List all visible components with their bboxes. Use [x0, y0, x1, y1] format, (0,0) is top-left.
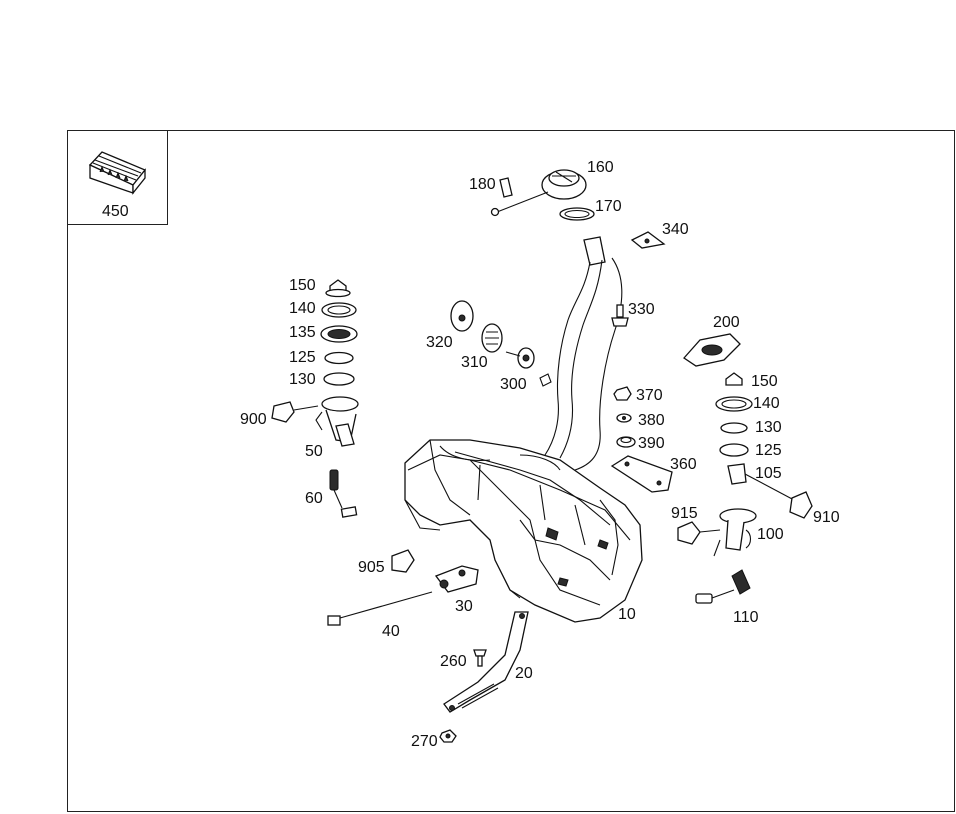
callout-50: 50	[305, 443, 323, 460]
callout-40: 40	[382, 623, 400, 640]
part-150-lock-nut-left	[325, 279, 351, 298]
callout-150: 150	[289, 277, 316, 294]
part-300-valve	[505, 347, 535, 369]
callout-125: 125	[289, 349, 316, 366]
part-360-cover-plate	[610, 455, 673, 493]
part-150-lock-nut-right	[725, 372, 743, 386]
part-20-tank-strap	[443, 611, 529, 713]
callout-60: 60	[305, 490, 323, 507]
inset-label-450: 450	[102, 203, 129, 220]
part-135-retaining-ring	[320, 325, 358, 343]
part-330-bolt	[611, 304, 629, 327]
callout-370: 370	[636, 387, 663, 404]
part-170-seal-ring	[559, 207, 595, 221]
callout-20: 20	[515, 665, 533, 682]
callout-390: 390	[638, 435, 665, 452]
callout-150: 150	[751, 373, 778, 390]
part-910-connector	[789, 491, 813, 519]
part-125-seal-right	[719, 443, 749, 457]
callout-10: 10	[618, 606, 636, 623]
callout-330: 330	[628, 301, 655, 318]
callout-100: 100	[757, 526, 784, 543]
part-905-connector	[391, 549, 415, 573]
part-160-fuel-cap	[541, 169, 587, 200]
part-130-seal-left	[324, 351, 354, 365]
part-270-nut	[439, 729, 457, 743]
part-105-valve	[727, 463, 795, 501]
part-110-level-sensor	[695, 569, 751, 604]
part-140-lock-ring-right	[715, 396, 753, 412]
callout-320: 320	[426, 334, 453, 351]
part-140-lock-ring-left	[321, 302, 357, 318]
callout-170: 170	[595, 198, 622, 215]
part-390-spacer	[616, 436, 636, 448]
callout-130: 130	[289, 371, 316, 388]
part-340-flap	[630, 231, 666, 249]
callout-30: 30	[455, 598, 473, 615]
part-450-filter-pad	[88, 151, 147, 195]
part-10-fuel-tank	[404, 439, 643, 623]
callout-labels: 10 20 30 40 50 60 100 105 110 125 130 135 140 150 160 1…	[102, 159, 840, 750]
callout-380: 380	[638, 412, 665, 429]
callout-310: 310	[461, 354, 488, 371]
callout-140: 140	[289, 300, 316, 317]
part-60-level-sensor	[329, 469, 358, 518]
callout-125: 125	[755, 442, 782, 459]
callout-200: 200	[713, 314, 740, 331]
callout-910: 910	[813, 509, 840, 526]
callout-340: 340	[662, 221, 689, 238]
callout-900: 900	[240, 411, 267, 428]
part-125-seal-left	[323, 372, 355, 386]
part-50-fuel-sender	[315, 396, 359, 447]
callout-105: 105	[755, 465, 782, 482]
part-320-rubber-mount	[450, 300, 474, 332]
callout-135: 135	[289, 324, 316, 341]
part-200-service-cover	[683, 333, 741, 367]
inset-box-450	[67, 130, 168, 225]
callout-110: 110	[733, 609, 759, 626]
part-180-cap-tether	[490, 177, 549, 217]
part-filler-neck	[539, 236, 623, 471]
callout-905: 905	[358, 559, 385, 576]
part-915-connector	[677, 521, 721, 545]
part-260-bolt	[473, 649, 487, 667]
callout-260: 260	[440, 653, 467, 670]
callout-180: 180	[469, 176, 496, 193]
callout-130: 130	[755, 419, 782, 436]
diagram-frame	[67, 130, 955, 812]
part-900-connector	[271, 401, 319, 423]
callout-270: 270	[411, 733, 438, 750]
part-310-grommet	[481, 323, 503, 353]
callout-360: 360	[670, 456, 697, 473]
part-380-washer	[616, 413, 632, 423]
part-130-seal-right	[720, 422, 748, 434]
callout-915: 915	[671, 505, 698, 522]
part-30-pressure-sensor	[434, 565, 479, 593]
part-40-wire-harness	[327, 591, 433, 626]
part-370-nut	[613, 386, 632, 401]
part-100-fuel-pump	[713, 508, 757, 557]
callout-300: 300	[500, 376, 527, 393]
callout-160: 160	[587, 159, 614, 176]
callout-140: 140	[753, 395, 780, 412]
